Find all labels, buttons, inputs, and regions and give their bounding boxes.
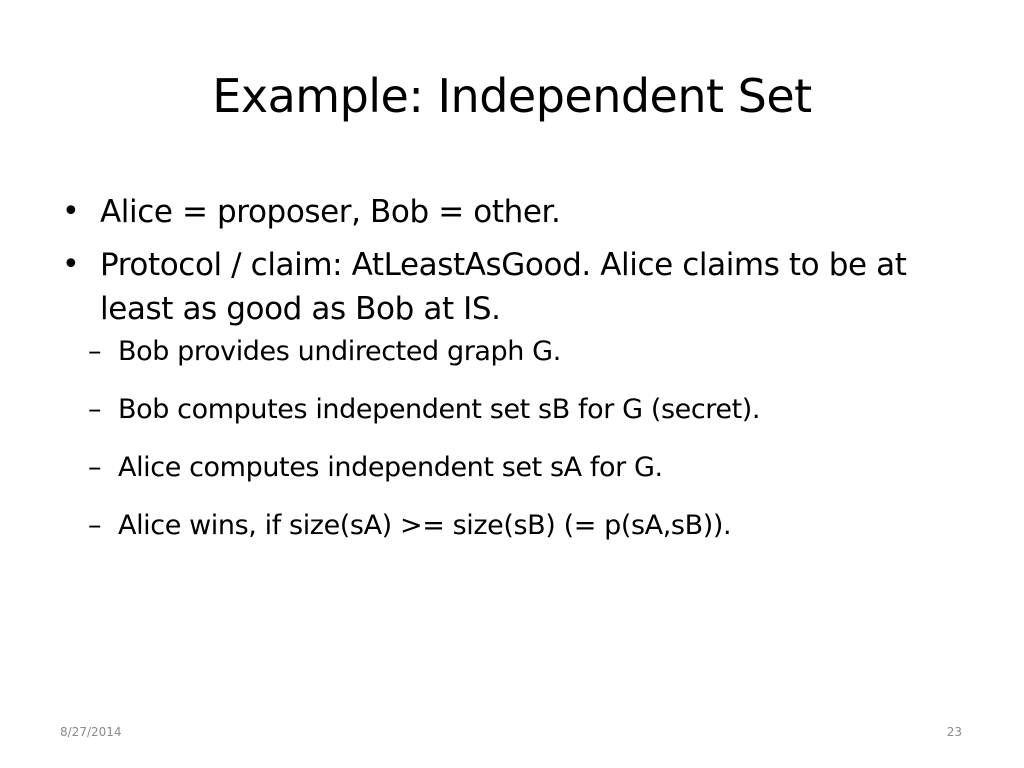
bullet-text: Alice = proposer, Bob = other. xyxy=(100,194,561,230)
sub-bullet-text: Alice computes independent set sA for G. xyxy=(118,452,663,483)
footer-date: 8/27/2014 xyxy=(60,725,122,739)
bullet-list: • Alice = proposer, Bob = other. • Proto… xyxy=(60,190,960,565)
bullet-text: Protocol / claim: AtLeastAsGood. Alice c… xyxy=(100,247,907,327)
sub-bullet-item: – Bob computes independent set sB for G … xyxy=(88,391,960,429)
sub-bullet-item: – Bob provides undirected graph G. xyxy=(88,333,960,371)
sub-bullet-text: Alice wins, if size(sA) >= size(sB) (= p… xyxy=(118,510,732,541)
dash-icon: – xyxy=(88,336,102,367)
sub-bullet-text: Bob computes independent set sB for G (s… xyxy=(118,394,761,425)
bullet-icon: • xyxy=(62,194,80,229)
slide-title: Example: Independent Set xyxy=(212,69,812,123)
sub-bullet-text: Bob provides undirected graph G. xyxy=(118,336,561,367)
sub-bullet-item: – Alice computes independent set sA for … xyxy=(88,449,960,487)
dash-icon: – xyxy=(88,394,102,425)
bullet-item: • Alice = proposer, Bob = other. xyxy=(60,190,960,234)
sub-bullet-item: – Alice wins, if size(sA) >= size(sB) (=… xyxy=(88,507,960,545)
dash-icon: – xyxy=(88,452,102,483)
page-number: 23 xyxy=(946,725,962,739)
sub-bullet-list: – Bob provides undirected graph G. – Bob… xyxy=(88,333,960,545)
bullet-icon: • xyxy=(62,247,80,282)
bullet-item: • Protocol / claim: AtLeastAsGood. Alice… xyxy=(60,243,960,545)
dash-icon: – xyxy=(88,510,102,541)
